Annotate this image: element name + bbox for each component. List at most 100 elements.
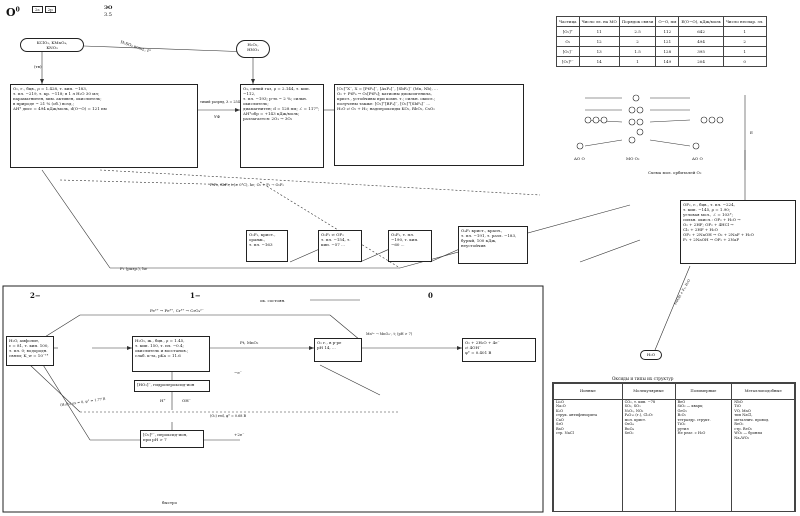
node-h2o-label: H₂O — [646, 352, 656, 357]
oxide-item: NaₓWO₃ — [734, 435, 750, 440]
orbital-cell: 149 — [655, 56, 680, 67]
orbital-cell: [O₂]²⁻ — [556, 56, 580, 67]
node-dioxygenyl-line: получены также: [O₂]⁺[BF₄]⁻, [O₂]⁺[SbF₆]… — [337, 101, 431, 106]
orbital-cell: 1.5 — [618, 46, 657, 57]
node-o2-peroxo: [O₂]²⁻, пероксид-ион, при pH > 7 — [140, 430, 204, 448]
electron-config: 2s 2p — [32, 6, 56, 13]
node-o3f2-line: −190, т. кип. — [391, 237, 419, 242]
oxide-item: CaO — [556, 417, 564, 422]
orbital-cell: O₂ — [556, 36, 580, 47]
node-h2o2-line: H₂O₂, — [247, 42, 259, 47]
label-oh: OH⁻ — [182, 398, 191, 403]
orbital-cell: 121 — [655, 36, 680, 47]
oxide-item: CO₂, т. кип. −78 — [624, 399, 656, 404]
oxide-item: Li₂O — [556, 399, 564, 404]
label-fe: Fe²⁺ → Fe³⁺, Cr³⁺ → CrO₄²⁻ — [150, 308, 204, 313]
oxide-th: Полимерные — [674, 383, 733, 400]
node-o2b-line: O₂ г., в р-ре — [317, 340, 342, 345]
orbital-cell: 395 — [678, 46, 724, 57]
oxide-item: Na₂O — [556, 404, 566, 409]
node-o4f2-line: бурый, 100 кДж, — [461, 238, 497, 243]
mo-mo-center: MO O₂ — [626, 156, 640, 161]
node-o3f2-line: O₃F₂, т. пл. — [391, 232, 415, 237]
orbital-th: O−O, пм — [655, 16, 680, 27]
orbital-cell: 204 — [678, 56, 724, 67]
oxide-col-metallic: NbO TiO VO, MnO тип NaCl, металлич. пров… — [731, 399, 795, 511]
oxide-th: Металлоподобные — [731, 383, 795, 400]
node-h2o2-top: H₂O₂, HNO₃ — [236, 40, 270, 58]
oxide-item: рутил — [677, 426, 689, 431]
orbital-cell: 14 — [578, 56, 620, 67]
orbital-table-header: Частица Число эл. на МО Порядок связи O−… — [556, 16, 767, 27]
node-dioxygenyl-line: O₂ + PtF₆ → O₂[PtF₆]; катионы диоксигени… — [337, 91, 432, 96]
node-dioxygenyl: [O₂]⁺X⁻, X = [PtF₆]⁻, [AsF₆]⁻, [SbF₆]⁻ (… — [334, 84, 524, 166]
oxide-th: Ионные — [553, 383, 623, 400]
oxide-item: металлич. провод. — [734, 417, 770, 422]
oxide-table-wrap: Ионные Молекулярные Полимерные Металлопо… — [552, 382, 796, 512]
node-o2f2-line: O₂F₂, крист., — [249, 232, 276, 237]
node-o2-line: парамагнитен, хим. активен, окислитель; — [13, 96, 102, 101]
node-o3f2: O₃F₂, т. пл. −190, т. кип. −60 ... — [388, 230, 432, 262]
node-o2f2b-line: кип. −57 ... — [321, 242, 345, 247]
node-o3-line: разлагается: 2O₃ → 3O₂ — [243, 116, 293, 121]
node-h2o2b-line: т. кип. 150, т. пл. −0.4; — [135, 343, 184, 348]
node-of2-line: Cl₂ + 2HF + H₂O — [683, 227, 718, 232]
node-o3-line: диамагнитен; d = 128 пм; ∠ = 117°; — [243, 106, 320, 111]
node-ho2: [HO₂]⁻, гидропероксид-ион — [134, 380, 210, 392]
node-o4f2-line: неустойчив — [461, 243, 486, 248]
orbital-cell: 128 — [655, 46, 680, 57]
label-uv: УФ — [214, 114, 221, 119]
orbital-th: E(O−O), кДж/моль — [678, 16, 724, 27]
node-of2-line: F₂ + 2NaOH → OF₂ + 2NaF — [683, 237, 740, 242]
orbital-cell: 494 — [678, 36, 724, 47]
oxide-col-polymeric: BeO SiO₂ — кварц GeO₂ B₂O₃ тетраэдр. стр… — [674, 399, 733, 511]
oxide-item: SeO₂ — [624, 431, 634, 436]
node-h2o: H₂O — [640, 350, 662, 360]
label-ox3: (O₂) red, φ° = 0.68 В — [210, 414, 247, 418]
node-o3-line: т. пл. −193; р-ть ~ 2 %; сильн. окислите… — [243, 96, 308, 106]
orbital-table-wrap: Частица Число эл. на МО Порядок связи O−… — [556, 16, 767, 67]
orbital-cell: 1 — [618, 56, 657, 67]
node-h2o2b-line: окислитель и восстанов.; — [135, 348, 189, 353]
orbital-cell: 12 — [578, 36, 620, 47]
node-o2f2b: O₂F₂ ⇌ OF₂ т. пл. −154, т. кип. −57 ... — [318, 230, 362, 262]
ox-state-0: 0 — [428, 291, 433, 300]
label-ff: F₂ (разр.), hν — [120, 266, 148, 271]
label-discharge: тихий разряд, λ = 254 нм, — [200, 100, 247, 104]
node-o2f2: O₂F₂, крист., оранж., т. пл. −163 — [246, 230, 288, 262]
node-of2-line: сильн. окисл.: OF₂ + H₂O → — [683, 217, 741, 222]
oxide-item: WO₃ — бронзы — [734, 431, 763, 436]
oxide-item: OsO₄ — [624, 422, 634, 427]
orbital-cell: [O₂]⁻ — [556, 46, 580, 57]
element-superscript: 0 — [15, 6, 20, 14]
orbital-cell: [O₂]⁺ — [556, 26, 580, 37]
node-o2-main: O₂, г., бцв., ρ = 1.428, т. кип. −183, т… — [10, 84, 198, 168]
label-kat: Pt, MnO₂ — [240, 340, 259, 345]
node-o4f2-line: O₄F₂ крист., красн., — [461, 228, 503, 233]
node-o3-line: O₃, синий газ, ρ = 2.144, т. кип. −112, — [243, 86, 310, 96]
node-o2-line: ΔH° дисс = 494 кДж/моль, d(O−O) = 121 пм — [13, 106, 107, 111]
label-minus: −e⁻ — [234, 370, 242, 375]
node-kclo3: KClO₃, KMnO₄, KNO₃ — [20, 38, 84, 52]
node-of2-line: OF₂ + 2NaOH → O₂ + 2NaF + H₂O — [683, 232, 754, 237]
oxide-col-ionic: Li₂O Na₂O K₂O струк. антифлюорита CaO Sr… — [553, 399, 623, 511]
orbital-cell: 1 — [722, 26, 767, 37]
label-acid: H⁺ — [160, 398, 166, 403]
config-box-s: 2s — [32, 6, 43, 13]
label-bystro: быстро — [162, 500, 178, 505]
oxide-item: тетраэдр. структ. — [677, 417, 711, 422]
node-h2o2-bottom: H₂O₂, ж., бцв., ρ = 1.45, т. кип. 150, т… — [132, 336, 210, 372]
node-o2r-line: φ° = 0.401 В — [465, 350, 492, 355]
node-o2-line: O₂, г., бцв., ρ = 1.428, т. кип. −183, — [13, 86, 88, 91]
oxide-item: BaO — [556, 426, 564, 431]
node-o2f2-line: т. пл. −163 — [249, 242, 273, 247]
node-of2-line: O₂ + 2HF; OF₂ + 4HCl → — [683, 222, 734, 227]
node-o4f2-line: т. пл. −191, т. разл. −183, — [461, 233, 517, 238]
node-o3-line: ΔH°обр = +143 кДж/моль; — [243, 111, 300, 116]
oxide-item: SrO — [556, 422, 564, 427]
label-oxnum-top: ок. состоян. — [260, 298, 286, 303]
node-dioxygenyl-line: крист., устойчивы при комн. т.; сильн. о… — [337, 96, 436, 101]
node-h2o-line: H₂O, амфолит, — [9, 338, 40, 343]
